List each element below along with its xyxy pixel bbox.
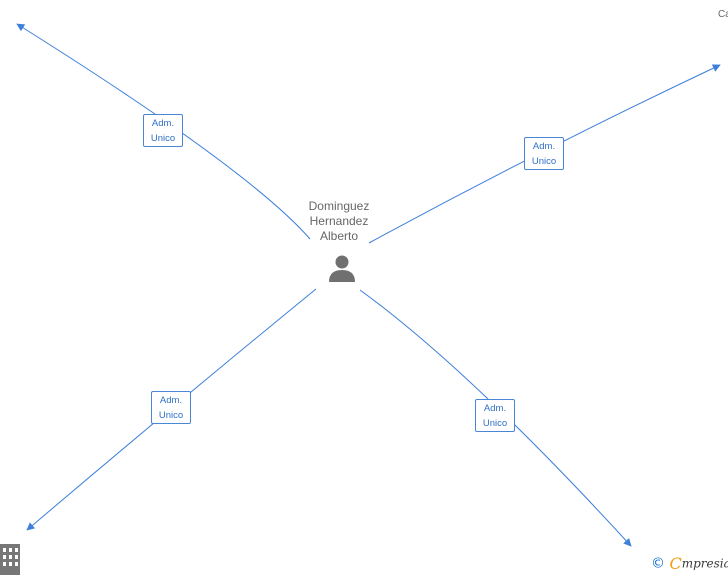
role-label: Unico — [150, 133, 176, 144]
corner-label: Ca — [718, 9, 728, 20]
person-name-line: Alberto — [319, 229, 359, 243]
person-name-line: Dominguez — [308, 199, 370, 213]
edge-north-west — [16, 23, 311, 240]
role-box-south-west[interactable]: Adm. Unico — [151, 391, 191, 424]
person-name[interactable]: Dominguez Hernandez Alberto — [289, 199, 389, 244]
role-label: Adm. — [483, 403, 507, 414]
role-label: Unico — [531, 156, 557, 167]
person-icon[interactable] — [327, 254, 357, 284]
role-box-north-east[interactable]: Adm. Unico — [524, 137, 564, 170]
copyright-icon: © — [651, 555, 665, 572]
edge-south-east — [359, 289, 632, 547]
role-label: Unico — [158, 410, 184, 421]
role-box-north-west[interactable]: Adm. Unico — [143, 114, 183, 147]
role-label: Unico — [482, 418, 508, 429]
brand-logo-text: mpresia — [681, 556, 728, 571]
brand-logo-initial: C — [669, 554, 682, 573]
person-name-line: Hernandez — [309, 214, 369, 228]
brand-footer[interactable]: © Cmpresia — [651, 554, 728, 573]
role-box-south-east[interactable]: Adm. Unico — [475, 399, 515, 432]
role-label: Adm. — [159, 395, 183, 406]
role-label: Adm. — [532, 141, 556, 152]
building-icon[interactable] — [0, 539, 20, 575]
role-label: Adm. — [151, 118, 175, 129]
